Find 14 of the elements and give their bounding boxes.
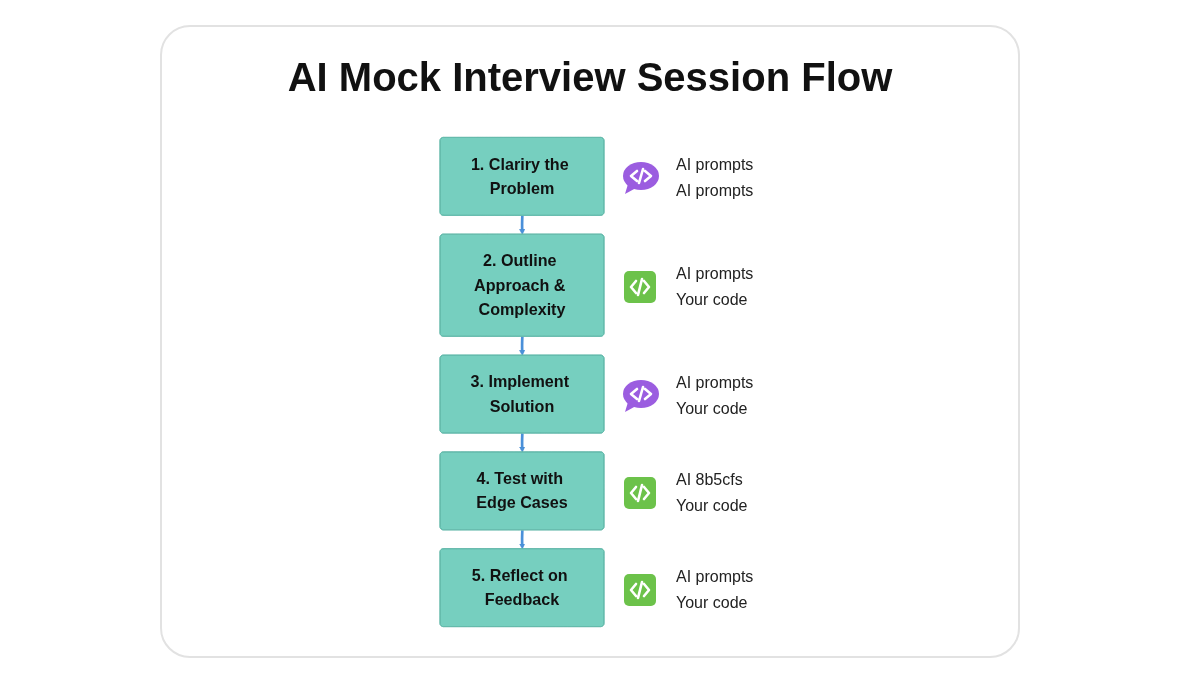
note-text: AI prompts bbox=[676, 373, 754, 394]
note-text: AI prompts bbox=[676, 264, 754, 285]
note-text: Your code bbox=[676, 495, 748, 516]
arrow bbox=[519, 433, 526, 453]
arrow bbox=[519, 530, 526, 550]
note-text: AI prompts bbox=[676, 566, 754, 587]
note-text: Your code bbox=[676, 290, 749, 311]
note-text: Your code bbox=[676, 399, 749, 420]
card-background: AI Mock Interview Session Flow 1. Clariry the Problem 2. Outline Approach & Complexity 3. Implement Solution 4. Test with Edge Cases 5. Reflect on Feedback AI prompts AI prompts AI prompts Your code AI prompts Your code AI 8b5cfs Your code AI prompts Your code bbox=[160, 25, 1020, 658]
title: AI Mock Interview Session Flow bbox=[286, 55, 894, 100]
note-text: Your code bbox=[676, 592, 749, 613]
note-text: AI prompts bbox=[676, 181, 754, 202]
note-text: AI 8b5cfs bbox=[676, 469, 744, 490]
note-text: AI prompts bbox=[676, 155, 754, 176]
